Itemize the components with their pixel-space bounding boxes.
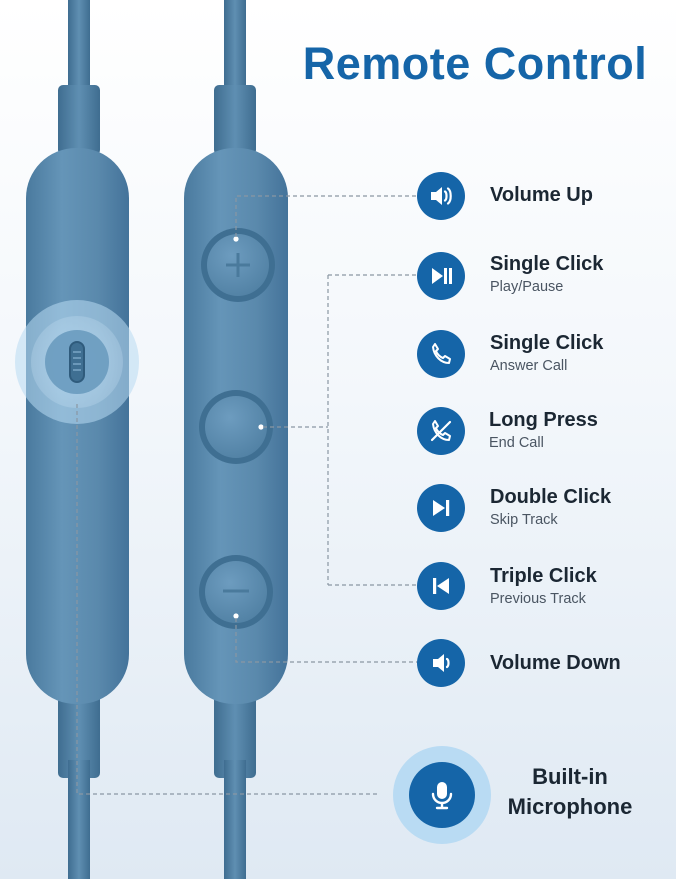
right-cable-collar-bottom <box>214 688 256 778</box>
feature-title-answer-call: Single Click <box>490 332 604 354</box>
play-pause-icon <box>417 252 465 300</box>
feature-title-volume-up: Volume Up <box>490 184 593 206</box>
connector-lines <box>76 195 418 795</box>
feature-title-end-call: Long Press <box>489 409 598 431</box>
left-cable-collar-top <box>58 85 100 155</box>
left-cable-bottom <box>68 760 90 879</box>
volume-up-button[interactable] <box>201 228 275 302</box>
feature-subtitle-skip-track: Skip Track <box>490 512 558 528</box>
volume-down-button[interactable] <box>199 555 273 629</box>
feature-subtitle-play-pause: Play/Pause <box>490 279 564 295</box>
feature-subtitle-answer-call: Answer Call <box>490 358 568 374</box>
end-call-icon <box>417 407 465 455</box>
left-cable-top <box>68 0 90 100</box>
feature-subtitle-previous-track: Previous Track <box>490 591 586 607</box>
skip-previous-icon <box>417 562 465 610</box>
multifunction-button[interactable] <box>199 390 273 464</box>
volume-up-icon <box>417 172 465 220</box>
feature-title-previous-track: Triple Click <box>490 565 597 587</box>
volume-down-icon <box>417 639 465 687</box>
right-cable-top <box>224 0 246 100</box>
feature-subtitle-end-call: End Call <box>489 435 544 451</box>
microphone-label-line1: Built-in <box>532 764 608 789</box>
mic-hole <box>69 341 85 383</box>
right-cable-bottom <box>224 760 246 879</box>
phone-icon <box>417 330 465 378</box>
microphone-label: Built-in Microphone <box>500 762 640 822</box>
skip-next-icon <box>417 484 465 532</box>
right-cable-collar-top <box>214 85 256 155</box>
feature-title-volume-down: Volume Down <box>490 652 621 674</box>
page-title: Remote Control <box>302 38 648 89</box>
microphone-label-line2: Microphone <box>507 794 633 819</box>
feature-title-play-pause: Single Click <box>490 253 604 275</box>
feature-title-skip-track: Double Click <box>490 486 612 508</box>
microphone-icon <box>409 762 475 828</box>
microphone-badge <box>393 746 491 844</box>
left-cable-collar-bottom <box>58 688 100 778</box>
